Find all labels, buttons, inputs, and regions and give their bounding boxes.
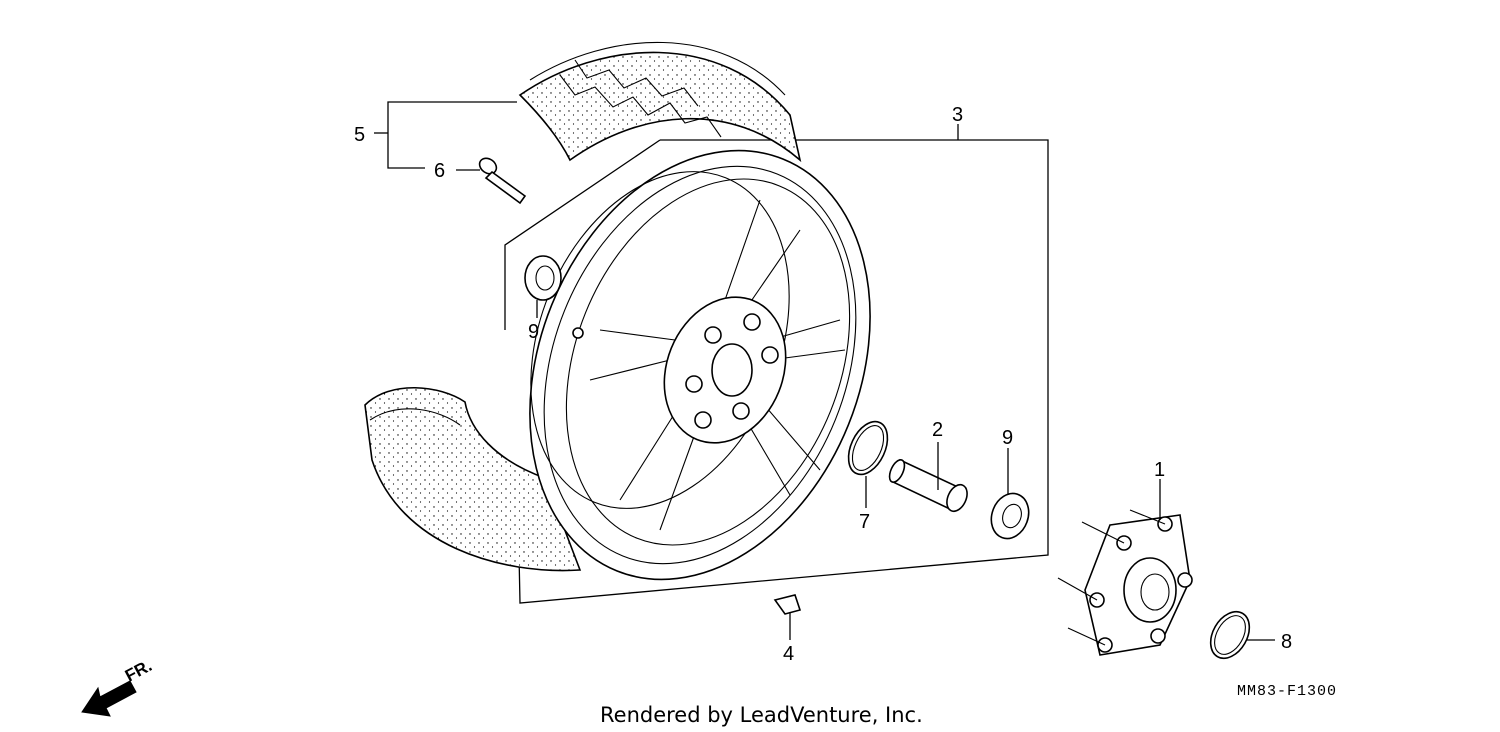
wheel-rim <box>529 149 871 581</box>
credit-text: Rendered by LeadVenture, Inc. <box>600 703 923 727</box>
callout-6: 6 <box>434 160 445 182</box>
assembly-bracket-3 <box>504 124 1049 604</box>
o-ring <box>847 420 889 476</box>
callout-9-left: 9 <box>528 321 539 343</box>
callout-2: 2 <box>932 419 943 441</box>
tire-lower <box>364 387 582 572</box>
dust-seal <box>1209 610 1251 660</box>
callout-4: 4 <box>783 643 794 665</box>
callout-7: 7 <box>859 511 870 533</box>
front-direction-arrow: FR. <box>81 656 155 717</box>
leader-lines <box>374 101 1275 641</box>
callout-1: 1 <box>1154 459 1165 481</box>
driven-flange <box>1057 509 1193 656</box>
valve-stem <box>478 157 527 205</box>
bearing-left <box>524 255 562 301</box>
callout-5: 5 <box>354 124 365 146</box>
spacer-collar <box>888 458 968 513</box>
diagram-code: MM83-F1300 <box>1237 683 1337 700</box>
valve-cap <box>773 594 802 615</box>
callout-labels: 5 6 3 9 2 9 7 1 4 8 <box>354 104 1292 665</box>
bearing-right <box>990 492 1030 540</box>
tire-upper <box>518 41 802 163</box>
direction-label: FR. <box>122 656 155 686</box>
callout-9-right: 9 <box>1002 427 1013 449</box>
callout-3: 3 <box>952 104 963 126</box>
callout-8: 8 <box>1281 631 1292 653</box>
